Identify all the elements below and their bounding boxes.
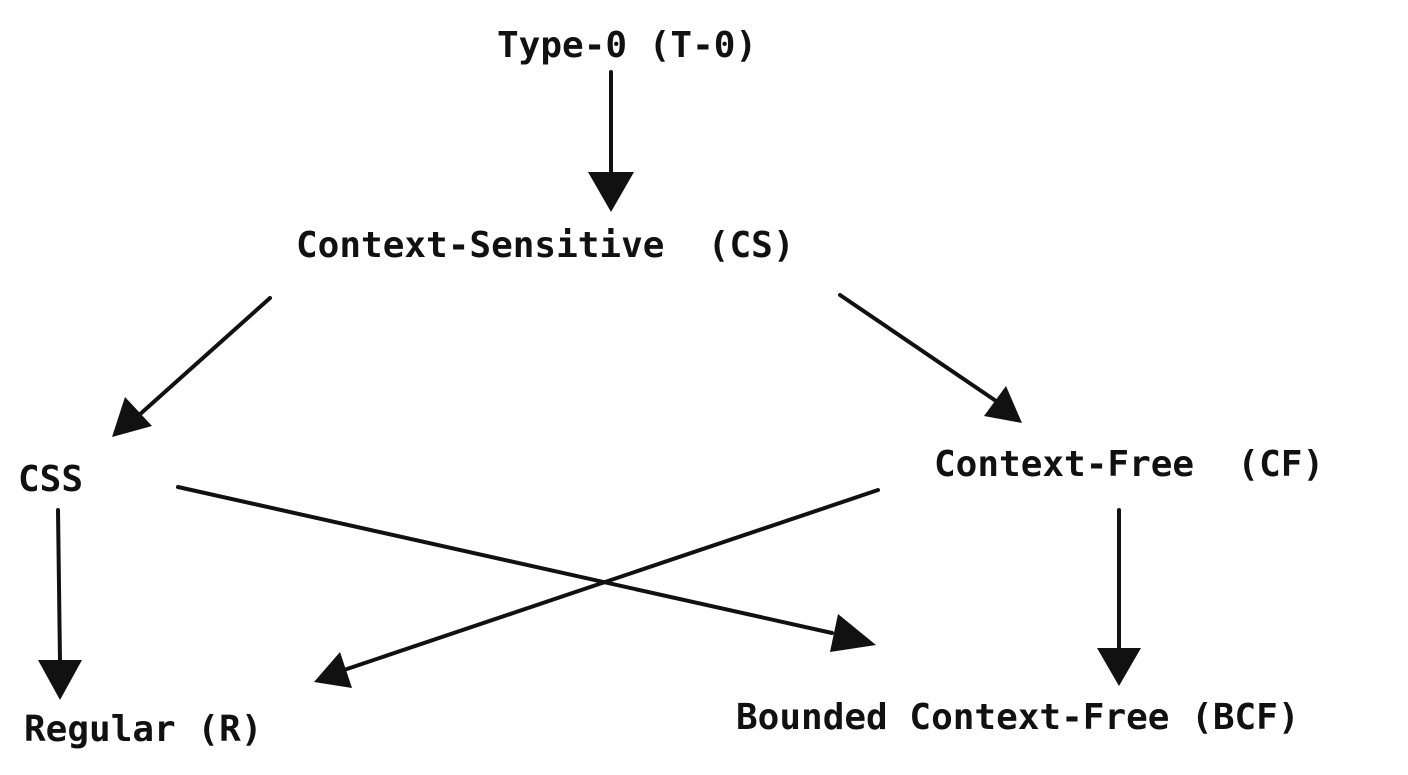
node-type-0: Type-0 (T-0) bbox=[497, 25, 758, 66]
arrowhead-css bbox=[112, 397, 152, 437]
arrowhead-cf bbox=[984, 386, 1022, 423]
arrowhead-bcf-from-cf bbox=[1097, 648, 1141, 686]
node-regular: Regular (R) bbox=[24, 709, 263, 750]
arrowhead-regular-from-cf bbox=[314, 652, 352, 688]
node-css: CSS bbox=[18, 459, 84, 500]
edge-cs-to-cf bbox=[838, 293, 998, 403]
node-context-free: Context-Free (CF) bbox=[934, 444, 1325, 485]
arrowhead-regular bbox=[38, 660, 82, 700]
arrowhead-bcf bbox=[830, 614, 876, 652]
node-context-sensitive: Context-Sensitive (CS) bbox=[296, 225, 795, 266]
edge-cf-to-regular bbox=[342, 488, 880, 672]
edge-cs-to-css bbox=[136, 296, 272, 418]
node-bounded-context-free: Bounded Context-Free (BCF) bbox=[736, 697, 1300, 738]
arrowhead-cs bbox=[588, 172, 634, 212]
edge-css-to-bcf bbox=[176, 485, 834, 635]
edge-css-to-regular bbox=[56, 508, 62, 664]
